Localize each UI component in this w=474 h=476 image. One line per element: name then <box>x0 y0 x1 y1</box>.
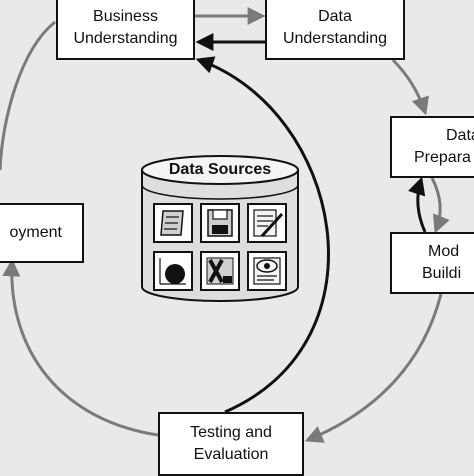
data-preparation-line2: Prepara <box>414 149 471 166</box>
testing-evaluation-box: Testing and Evaluation <box>158 412 304 476</box>
business-understanding-line2: Understanding <box>73 30 178 47</box>
business-understanding-line1: Business <box>93 8 158 25</box>
testing-evaluation-line1: Testing and <box>190 424 272 441</box>
arrow-modeling-to-preparation <box>408 176 427 233</box>
testing-evaluation-line2: Evaluation <box>193 446 269 463</box>
arrow-testing-to-deployment <box>2 258 159 437</box>
arrow-data-understanding-to-preparation <box>391 58 429 116</box>
web-document-icon <box>247 251 287 291</box>
deployment-label: oyment <box>9 224 62 241</box>
business-understanding-box: Business Understanding <box>56 0 195 60</box>
data-preparation-line1: Data <box>446 127 474 144</box>
spreadsheet-icon <box>200 251 240 291</box>
data-preparation-box: Data Prepara <box>390 116 474 178</box>
modeling-box: Mod Buildi <box>390 232 474 294</box>
graph-sheet-icon <box>153 251 193 291</box>
data-understanding-line2: Understanding <box>282 30 388 47</box>
data-understanding-box: Data Understanding <box>265 0 405 60</box>
cycle-arc-top-left <box>0 20 56 171</box>
deployment-box: oyment <box>0 203 84 263</box>
pen-document-icon <box>247 203 287 243</box>
data-sources-title: Data Sources <box>168 161 272 178</box>
floppy-disk-icon <box>200 203 240 243</box>
arrow-testing-to-business <box>195 56 330 414</box>
arrow-modeling-to-testing <box>304 293 443 443</box>
arrow-preparation-to-modeling <box>430 177 450 234</box>
modeling-line2: Buildi <box>422 265 462 282</box>
data-understanding-line1: Data <box>318 8 352 25</box>
scroll-document-icon <box>153 203 193 243</box>
modeling-line1: Mod <box>428 243 460 260</box>
